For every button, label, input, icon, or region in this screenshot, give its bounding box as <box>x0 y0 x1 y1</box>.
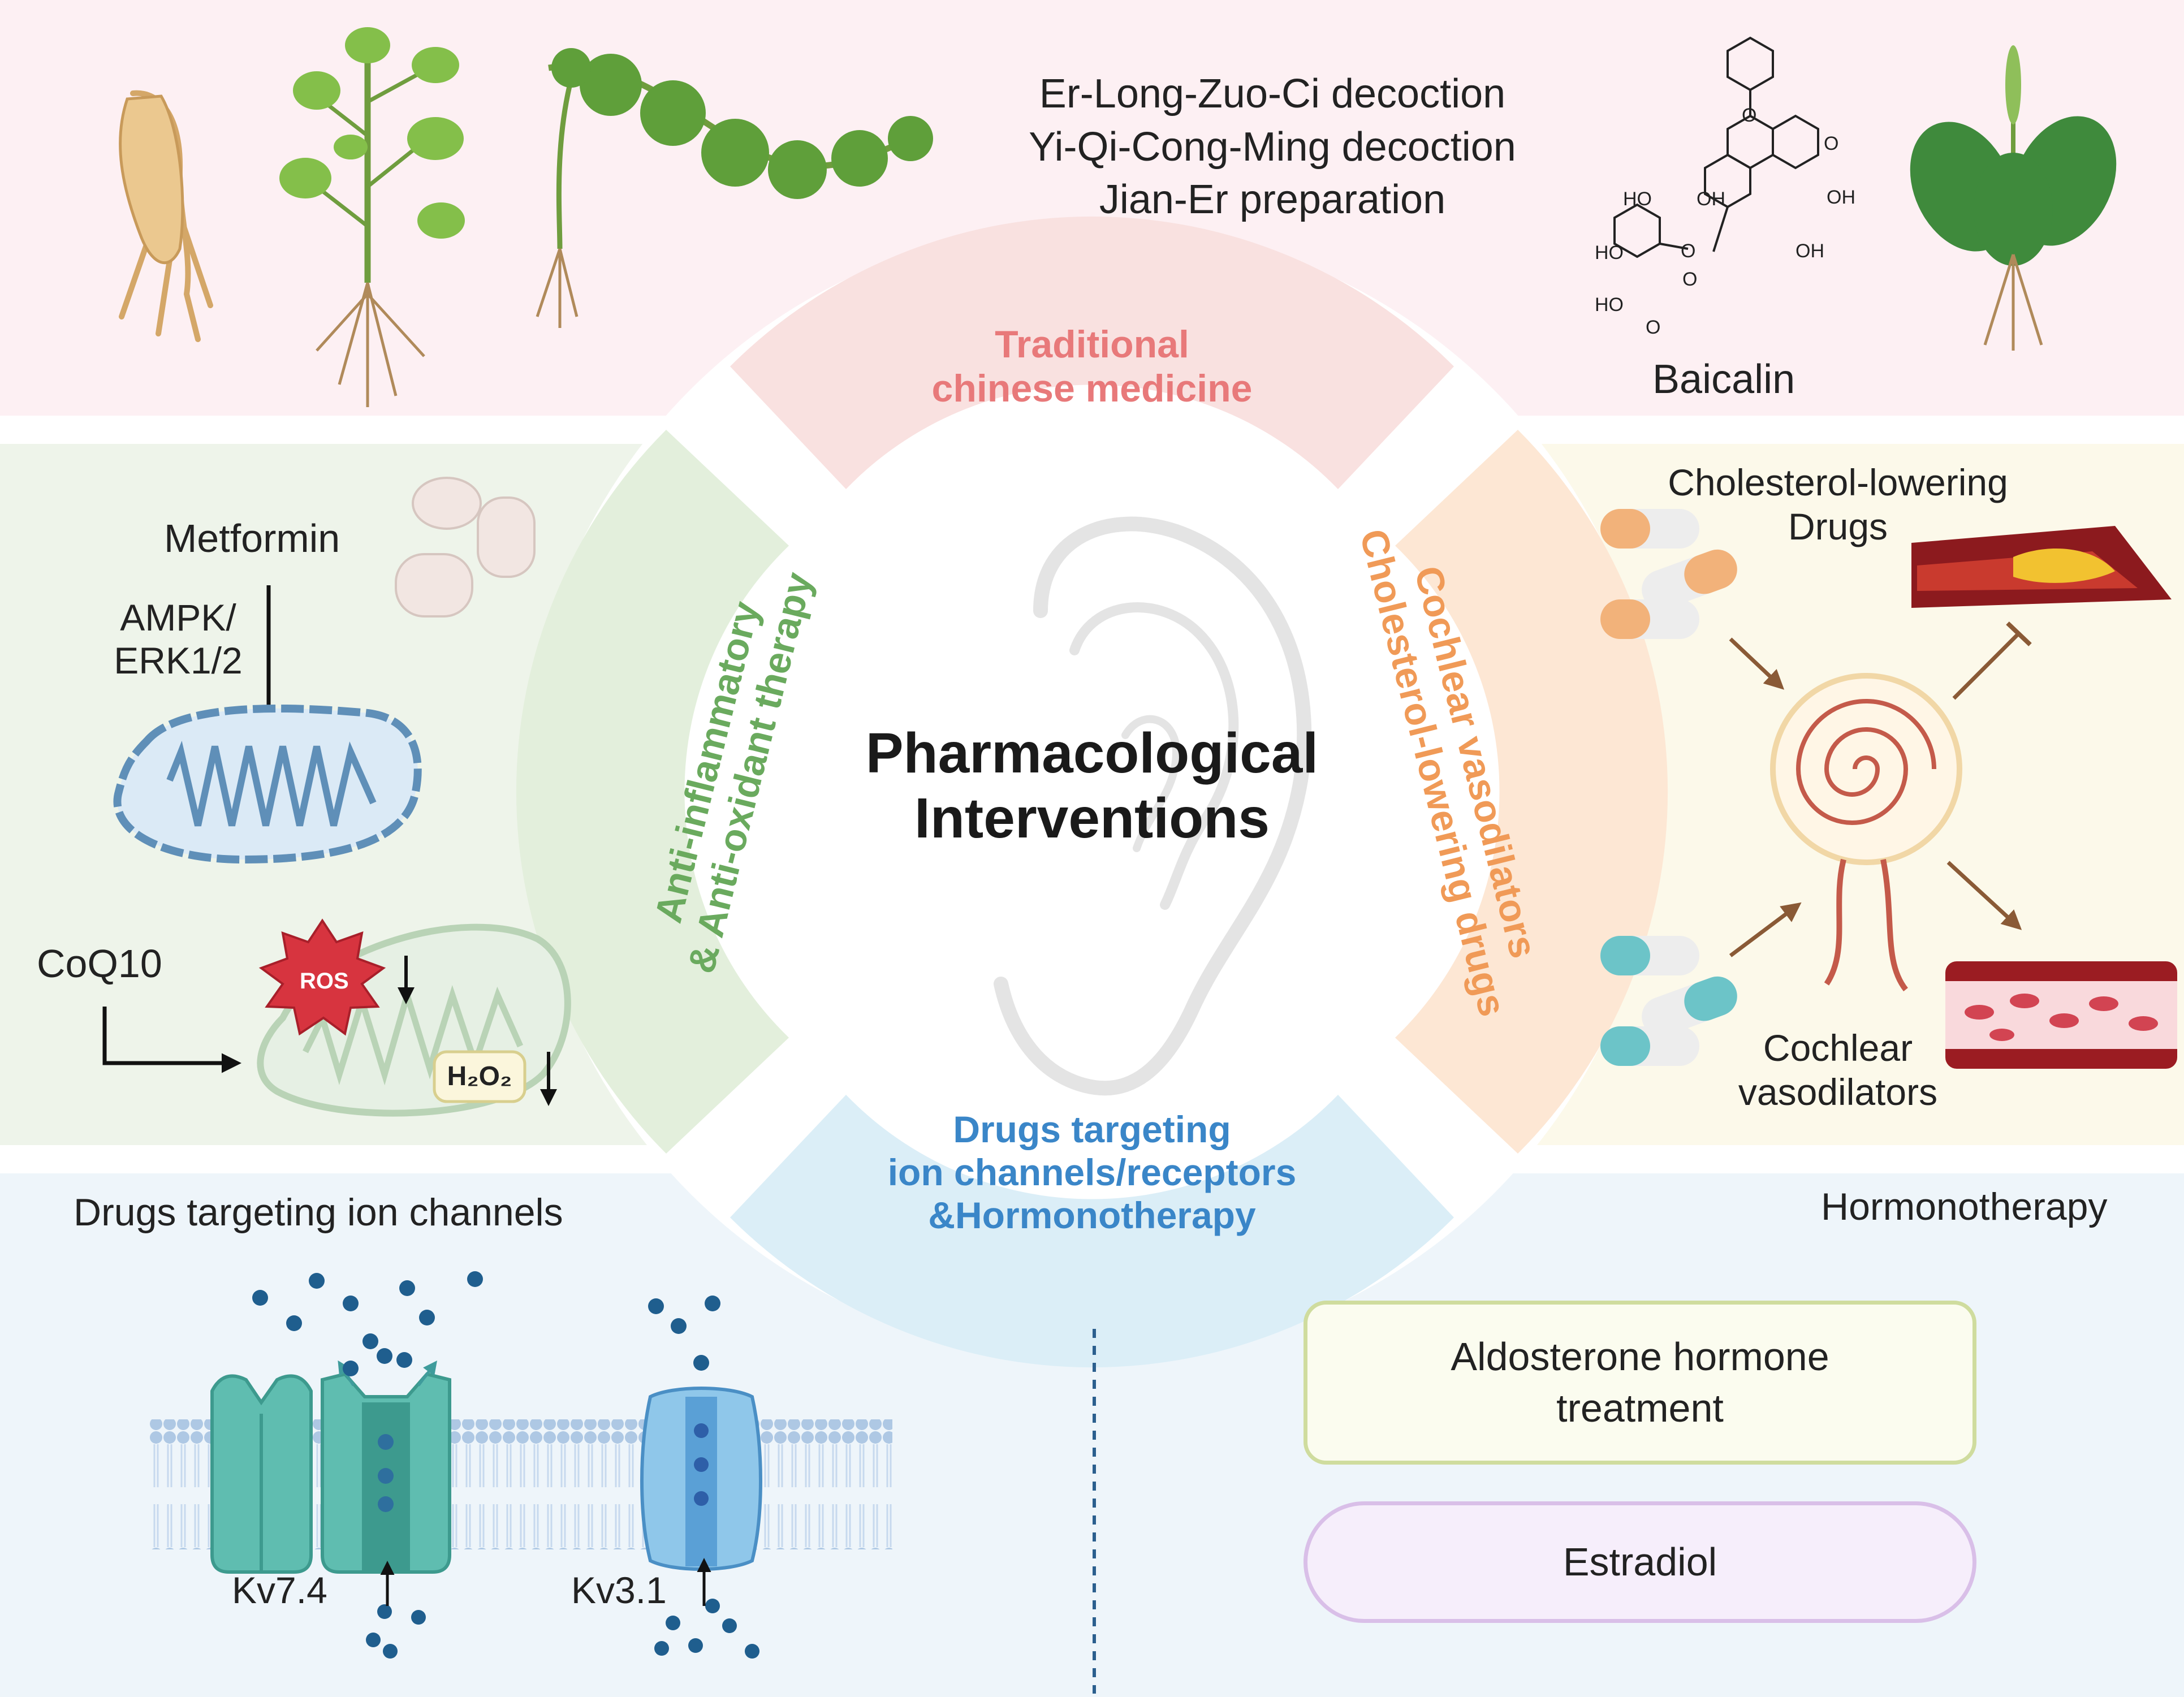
kv31-channel-icon <box>640 1387 762 1571</box>
ring-sector-bottom <box>730 1095 1454 1368</box>
coq10-label: CoQ10 <box>37 942 162 986</box>
atom-label: OH <box>1697 188 1725 210</box>
inhibition-bar <box>2006 621 2032 646</box>
baicalin-label: Baicalin <box>1652 357 1795 402</box>
coq10-arrow <box>102 1007 241 1073</box>
ring-sector-top <box>730 216 1454 489</box>
kv74-channel-icon <box>210 1360 451 1574</box>
metformin-pills-icon <box>395 477 536 618</box>
formula-item: Jian-Er preparation <box>1099 177 1446 223</box>
atom-label: OH <box>1827 187 1855 208</box>
h2o2-box <box>433 1050 526 1103</box>
aldosterone-treatment-box: Aldosterone hormone treatment <box>1304 1301 1976 1465</box>
ion-particles <box>252 1271 759 1659</box>
plantain-plant-icon <box>1910 45 2117 351</box>
mitochondrion-damaged-icon <box>113 704 422 864</box>
ion-channels-title: Drugs targeting ion channels <box>74 1191 563 1234</box>
cochlea-to-vessel-arrow <box>1946 861 2022 930</box>
vasodilator-capsules-icon <box>1600 936 1737 1066</box>
vasodilator-to-cochlea-arrow <box>1729 902 1802 957</box>
cochlear-vasodilators-label: Cochlear vasodilators <box>1738 1027 1938 1113</box>
ginseng-root-icon <box>119 90 213 342</box>
cholesterol-capsules-icon <box>1600 509 1737 639</box>
atom-label: HO <box>1595 242 1624 264</box>
atom-label: HO <box>1623 188 1652 210</box>
ampk-erk-label: AMPK/ ERK1/2 <box>114 597 243 681</box>
metformin-label: Metformin <box>164 516 340 560</box>
atom-label: O <box>1681 240 1696 262</box>
cholesterol-drugs-label: Cholesterol-lowering Drugs <box>1668 461 2008 547</box>
hormonotherapy-title: Hormonotherapy <box>1821 1185 2108 1228</box>
atom-label: O <box>1646 317 1661 338</box>
vine-plant-icon <box>536 48 933 328</box>
h2o2-label: H₂O₂ <box>447 1061 512 1091</box>
formula-item: Er-Long-Zuo-Ci decoction <box>1039 71 1506 116</box>
atom-label: O <box>1742 105 1757 126</box>
atom-label: HO <box>1595 294 1624 316</box>
tcm-formula-list: Er-Long-Zuo-Ci decoction Yi-Qi-Cong-Ming… <box>933 68 1612 227</box>
ring-sector-left <box>516 430 789 1154</box>
sector-label-bottom: Drugs targeting ion channels/receptors &… <box>887 1108 1297 1236</box>
atom-label: O <box>1682 269 1698 290</box>
baicalin-molecule <box>1613 36 1819 258</box>
center-title-line-1: Pharmacological <box>865 722 1319 785</box>
center-title-line-2: Interventions <box>914 787 1270 850</box>
ros-starburst <box>258 918 386 1036</box>
herb-plant-icon <box>279 27 465 407</box>
formula-item: Yi-Qi-Cong-Ming decoction <box>1029 124 1516 170</box>
cochlea-icon <box>1770 673 1962 992</box>
center-title: Pharmacological Interventions <box>814 721 1370 851</box>
estradiol-box: Estradiol <box>1304 1501 1976 1623</box>
kv31-label: Kv3.1 <box>571 1569 667 1611</box>
atom-label: OH <box>1795 240 1824 262</box>
blocked-artery-icon <box>1911 526 2172 608</box>
ear-icon <box>994 516 1312 1096</box>
ring-sector-right <box>1395 430 1668 1154</box>
ros-label: ROS <box>300 969 349 994</box>
ring-backdrop <box>524 223 1660 1360</box>
atom-label: O <box>1824 133 1839 154</box>
cholesterol-to-cochlea-arrow <box>1729 637 1785 690</box>
kv74-label: Kv7.4 <box>232 1569 327 1611</box>
dilated-vessel-icon <box>1945 961 2177 1069</box>
cochlea-inhibit-line <box>1952 632 2021 700</box>
sector-label-top: Traditional chinese medicine <box>931 323 1253 411</box>
